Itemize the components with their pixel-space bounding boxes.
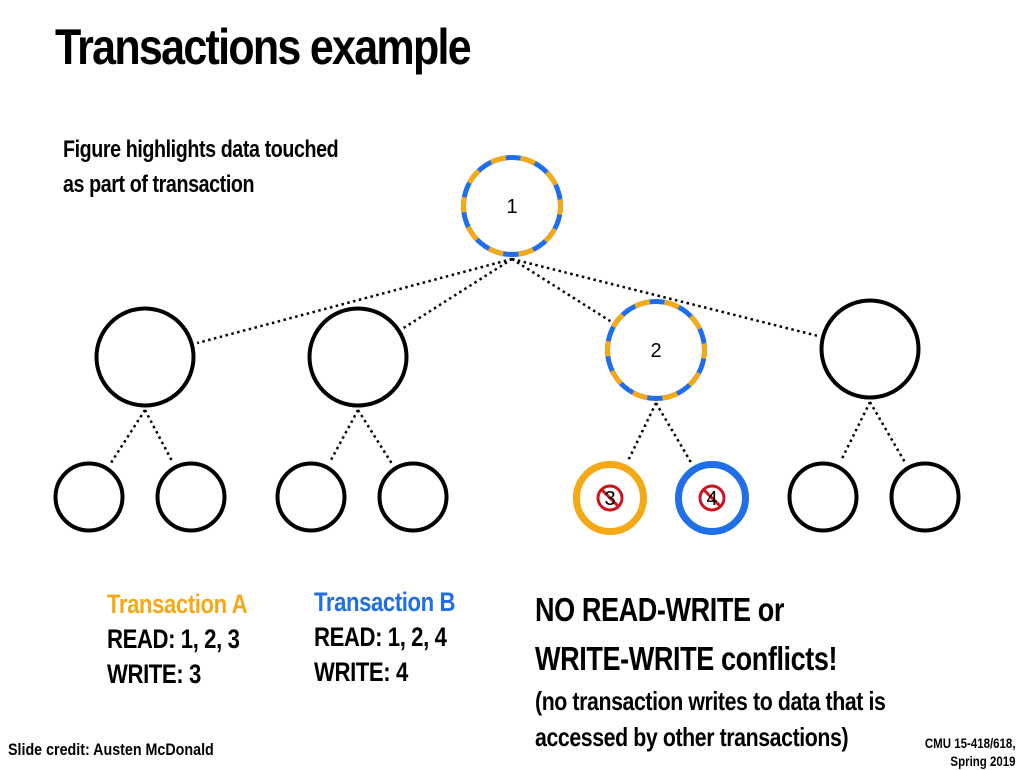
tree-edge-l1-4-l2-7 (839, 401, 872, 462)
no-entry-icon (698, 484, 726, 512)
figure-caption: Figure highlights data touched as part o… (63, 132, 339, 202)
node-l2-7 (787, 461, 859, 533)
no-entry-icon-slash (600, 488, 620, 508)
node-l2-8 (889, 461, 961, 533)
note-line-3: (no transaction writes to data that is (535, 686, 886, 716)
node-l1-3-ring-dashes (605, 299, 707, 401)
transaction-b-write: WRITE: 4 (314, 657, 408, 687)
slide-title: Transactions example (55, 19, 472, 75)
tree-edge-l1-2-l2-3 (328, 409, 360, 463)
transaction-b-title: Transaction B (314, 587, 456, 617)
course-label: CMU 15-418/618, Spring 2019 (925, 734, 1016, 770)
node-l2-6-label: 4 (706, 488, 717, 510)
conflict-note: NO READ-WRITE or WRITE-WRITE conflicts! … (535, 585, 886, 755)
node-root-label: 1 (506, 196, 517, 218)
note-line-4: accessed by other transactions) (535, 722, 849, 752)
node-l2-3 (275, 461, 347, 533)
slide-credit: Slide credit: Austen McDonald (8, 740, 214, 759)
node-root-ring-dashes (461, 155, 563, 257)
tree-edge-root-l1-3 (511, 257, 612, 323)
tree-edge-root-l1-1 (196, 257, 513, 345)
tree-edge-l1-3-l2-5 (626, 402, 658, 463)
caption-line-1: Figure highlights data touched (63, 136, 339, 163)
tree-edge-root-l1-4 (511, 257, 818, 338)
node-l1-1 (94, 306, 196, 408)
transaction-a-write: WRITE: 3 (107, 659, 201, 689)
transaction-a-title: Transaction A (107, 589, 248, 619)
course-line-1: CMU 15-418/618, (925, 735, 1016, 751)
transaction-b-block: Transaction B READ: 1, 2, 4 WRITE: 4 (314, 585, 455, 690)
transaction-b-read: READ: 1, 2, 4 (314, 622, 447, 652)
tree-diagram: 1 2 3 4 (53, 155, 961, 535)
course-line-2: Spring 2019 (950, 753, 1016, 769)
tree-edge-l1-1-l2-1 (109, 409, 147, 465)
tree-edge-l1-2-l2-4 (356, 409, 393, 464)
node-l1-4 (819, 298, 921, 400)
transaction-a-block: Transaction A READ: 1, 2, 3 WRITE: 3 (107, 587, 248, 692)
node-l2-5-label: 3 (604, 488, 615, 510)
transaction-a-read: READ: 1, 2, 3 (107, 624, 240, 654)
node-l2-1 (53, 461, 125, 533)
tree-edge-root-l1-2 (402, 257, 513, 330)
node-l2-2 (155, 461, 227, 533)
node-l1-2 (307, 306, 409, 408)
tree-edge-l1-4-l2-8 (868, 401, 907, 464)
no-entry-icon-slash (702, 488, 722, 508)
tree-edge-l1-1-l2-2 (143, 409, 174, 463)
tree-edge-l1-3-l2-6 (654, 402, 693, 465)
node-l2-4 (377, 461, 449, 533)
node-l1-3-label: 2 (650, 340, 661, 362)
note-line-2: WRITE-WRITE conflicts! (535, 640, 838, 677)
note-line-1: NO READ-WRITE or (535, 591, 784, 628)
no-entry-icon (596, 484, 624, 512)
caption-line-2: as part of transaction (63, 171, 255, 198)
